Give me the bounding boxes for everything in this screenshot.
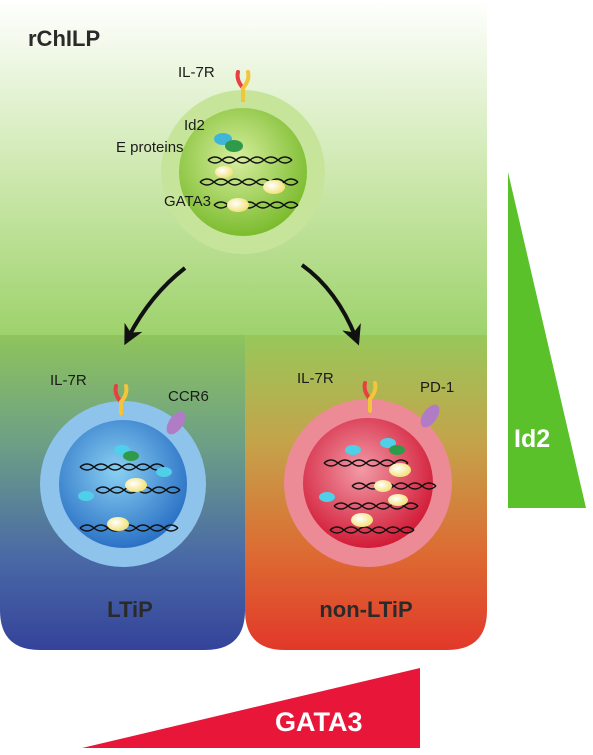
- gata3-gradient: GATA3: [82, 668, 420, 748]
- ltip-dna-strands: [79, 463, 181, 532]
- non-ltip-dna-strands: [323, 459, 437, 534]
- ccr6-receptor: [166, 411, 186, 435]
- pd1-label: PD-1: [420, 379, 454, 396]
- gata3-protein: [215, 166, 233, 178]
- id2-protein: [345, 445, 361, 455]
- right-panel-title: non-LTiP: [319, 597, 412, 622]
- id2-gradient: Id2: [508, 172, 586, 508]
- ccr6-label: CCR6: [168, 388, 209, 405]
- id2-gradient-label: Id2: [514, 425, 550, 453]
- il7r-label-left: IL-7R: [50, 372, 87, 389]
- e-protein: [225, 140, 243, 152]
- gata3-protein: [388, 494, 408, 506]
- left-panel-title: LTiP: [107, 597, 153, 622]
- e-protein: [123, 451, 139, 461]
- il7r-receptor-right: [362, 381, 378, 413]
- gata3-protein: [107, 517, 129, 531]
- non-ltip-cell: IL-7R PD-1: [284, 370, 454, 567]
- gata3-gradient-triangle: [82, 668, 420, 748]
- id2-protein: [78, 491, 94, 501]
- gata3-protein: [351, 513, 373, 527]
- il7r-receptor-top: [235, 70, 251, 102]
- arrow-to-ltip: [124, 266, 187, 346]
- ltip-cell: IL-7R CCR6: [40, 372, 209, 567]
- id2-protein: [380, 438, 396, 448]
- e-proteins-label: E proteins: [116, 139, 184, 156]
- gata3-protein: [263, 180, 285, 194]
- gata3-gradient-label: GATA3: [275, 707, 363, 737]
- top-panel-title: rChILP: [28, 26, 100, 51]
- gata3-protein: [374, 480, 392, 492]
- il7r-label-right: IL-7R: [297, 370, 334, 387]
- id2-protein: [319, 492, 335, 502]
- gata3-protein: [389, 463, 411, 477]
- e-protein: [389, 445, 405, 455]
- il7r-receptor-left: [113, 384, 129, 416]
- id2-label: Id2: [184, 117, 205, 134]
- rchilp-cell: IL-7R Id2 E proteins GATA3: [116, 64, 325, 254]
- gata3-protein: [227, 198, 249, 212]
- gata3-cell-label: GATA3: [164, 193, 211, 210]
- il7r-label-top: IL-7R: [178, 64, 215, 81]
- id2-gradient-triangle: [508, 172, 586, 508]
- ltip-cell-nucleus: [59, 420, 187, 548]
- rchilp-cell-nucleus: [179, 108, 307, 236]
- id2-protein: [156, 467, 172, 477]
- arrow-to-non-ltip: [300, 263, 361, 346]
- pd1-receptor: [420, 404, 440, 428]
- gata3-protein: [125, 478, 147, 492]
